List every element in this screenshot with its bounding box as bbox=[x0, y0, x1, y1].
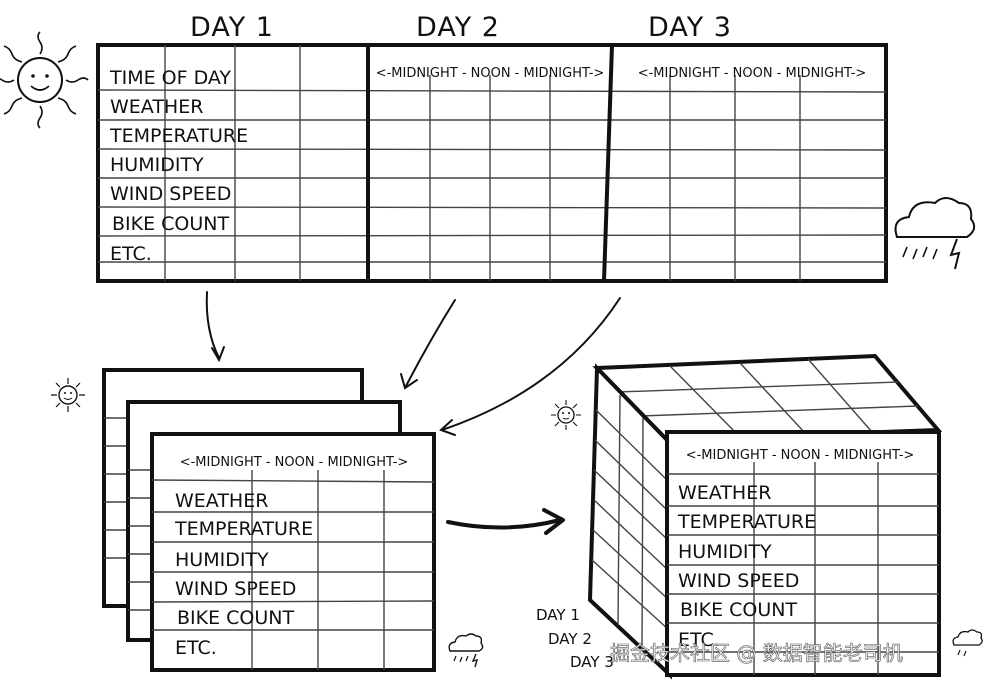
data-cube: <-MIDNIGHT - NOON - MIDNIGHT-> WEATHER T… bbox=[587, 353, 943, 680]
sheet-label-bike-count: BIKE COUNT bbox=[177, 607, 294, 629]
top-table-grid bbox=[97, 45, 887, 281]
header-day-2: DAY 2 bbox=[416, 12, 500, 43]
cube-top-grid bbox=[617, 358, 919, 438]
small-storm-cloud-icon bbox=[448, 633, 484, 668]
sun-icon bbox=[0, 31, 89, 129]
time-range-day-3: <-MIDNIGHT - NOON - MIDNIGHT-> bbox=[638, 66, 867, 81]
arrows bbox=[205, 291, 621, 535]
header-day-3: DAY 3 bbox=[648, 12, 732, 43]
cube-side-grid bbox=[591, 394, 670, 651]
row-label-bike-count: BIKE COUNT bbox=[112, 213, 229, 235]
stacked-sheets: <-MIDNIGHT - NOON - MIDNIGHT-> WEATHER T… bbox=[102, 368, 436, 672]
sheet-label-wind-speed: WIND SPEED bbox=[175, 578, 296, 600]
cube-label-humidity: HUMIDITY bbox=[678, 541, 772, 563]
cube-front-grid bbox=[667, 462, 939, 675]
cube-label-weather: WEATHER bbox=[678, 482, 771, 504]
cube-label-etc: ETC. bbox=[678, 629, 720, 651]
small-sun-icon bbox=[51, 378, 85, 412]
row-label-etc: ETC. bbox=[110, 243, 152, 265]
header-day-1: DAY 1 bbox=[190, 12, 274, 43]
sheet-label-etc: ETC. bbox=[175, 637, 217, 659]
cube-label-wind-speed: WIND SPEED bbox=[678, 570, 799, 592]
cube-time-range: <-MIDNIGHT - NOON - MIDNIGHT-> bbox=[686, 448, 915, 463]
row-label-humidity: HUMIDITY bbox=[110, 154, 204, 176]
sheet-front: <-MIDNIGHT - NOON - MIDNIGHT-> WEATHER T… bbox=[150, 432, 436, 672]
row-label-wind-speed: WIND SPEED bbox=[110, 183, 231, 205]
stack-label-day-1: DAY 1 bbox=[536, 606, 580, 624]
sheet-label-temperature: TEMPERATURE bbox=[174, 518, 313, 540]
row-label-temperature: TEMPERATURE bbox=[109, 125, 248, 147]
watermark-text: 掘金技术社区 @ 数据智能老司机 bbox=[610, 641, 903, 665]
stack-label-day-3: DAY 3 bbox=[570, 653, 614, 671]
sheet-label-humidity: HUMIDITY bbox=[175, 549, 269, 571]
cube-label-bike-count: BIKE COUNT bbox=[680, 599, 797, 621]
stack-label-day-2: DAY 2 bbox=[548, 630, 592, 648]
day-separator-2 bbox=[602, 44, 614, 282]
top-table-border bbox=[96, 43, 888, 283]
row-label-time-of-day: TIME OF DAY bbox=[109, 67, 231, 89]
sheet-label-weather: WEATHER bbox=[175, 490, 268, 512]
row-label-weather: WEATHER bbox=[110, 96, 203, 118]
small-storm-cloud-icon-cube bbox=[952, 629, 983, 657]
small-sun-icon-cube bbox=[551, 400, 581, 430]
sheet-time-range: <-MIDNIGHT - NOON - MIDNIGHT-> bbox=[180, 455, 409, 470]
top-table: <-MIDNIGHT - NOON - MIDNIGHT-> <-MIDNIGH… bbox=[96, 43, 888, 283]
cube-front-face bbox=[665, 430, 941, 677]
time-range-day-2: <-MIDNIGHT - NOON - MIDNIGHT-> bbox=[376, 66, 605, 81]
storm-cloud-icon bbox=[894, 197, 976, 270]
cube-label-temperature: TEMPERATURE bbox=[677, 511, 816, 533]
